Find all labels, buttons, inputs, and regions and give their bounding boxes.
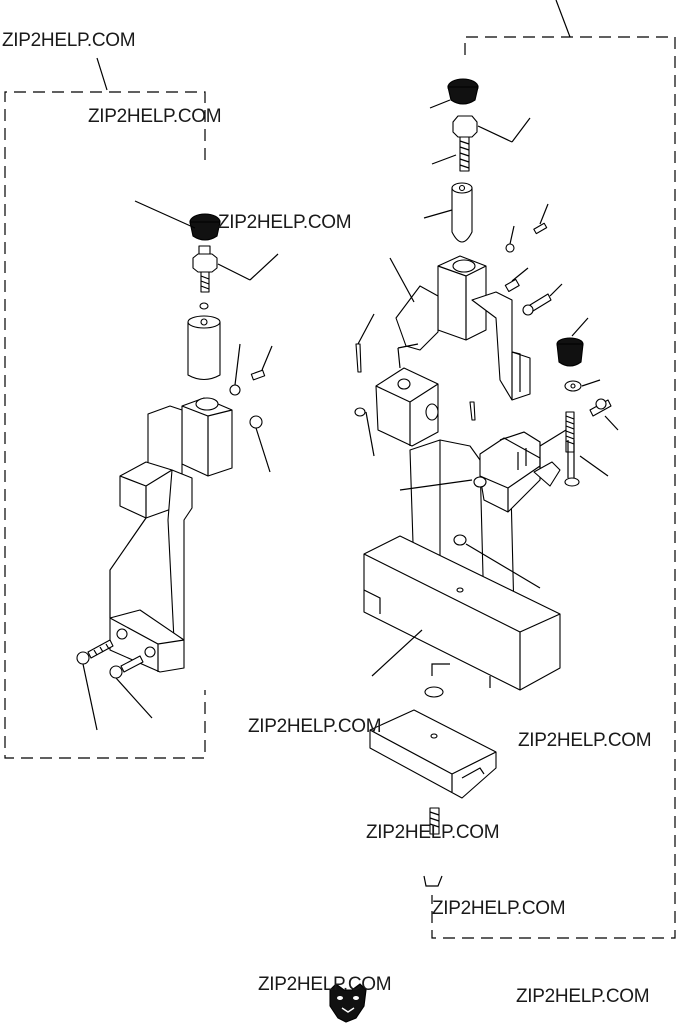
- right-knob: [429, 78, 531, 172]
- right-assembly: [354, 0, 676, 939]
- right-lower-block: [369, 709, 497, 799]
- left-assembly: [4, 57, 279, 759]
- left-knob: [134, 200, 221, 241]
- left-small-screws: [229, 343, 273, 473]
- right-pins: [354, 313, 476, 457]
- watermark: ZIP2HELP.COM: [366, 822, 500, 843]
- watermark: ZIP2HELP.COM: [432, 898, 566, 919]
- right-washer: [424, 686, 444, 698]
- watermark: ZIP2HELP.COM: [248, 716, 382, 737]
- right-base: [363, 535, 561, 691]
- left-bushing: [187, 315, 221, 381]
- right-clamp-block: [375, 343, 439, 447]
- panther-head-logo: [329, 983, 367, 1023]
- right-bushing: [423, 182, 473, 243]
- left-bracket: [109, 397, 233, 673]
- right-upper-block: [389, 255, 531, 401]
- left-bolts: [76, 639, 153, 731]
- watermark: ZIP2HELP.COM: [88, 106, 222, 127]
- left-stud: [192, 245, 279, 310]
- right-spring-bolt: [539, 411, 609, 487]
- right-small-parts: [504, 203, 563, 316]
- watermark: ZIP2HELP.COM: [516, 986, 650, 1007]
- right-bottom-screw: [423, 807, 443, 887]
- watermark: ZIP2HELP.COM: [258, 974, 392, 995]
- right-cap: [556, 317, 619, 431]
- watermark: ZIP2HELP.COM: [218, 212, 352, 233]
- watermark: ZIP2HELP.COM: [2, 30, 136, 51]
- right-column-frame: [399, 431, 561, 615]
- watermark: ZIP2HELP.COM: [518, 730, 652, 751]
